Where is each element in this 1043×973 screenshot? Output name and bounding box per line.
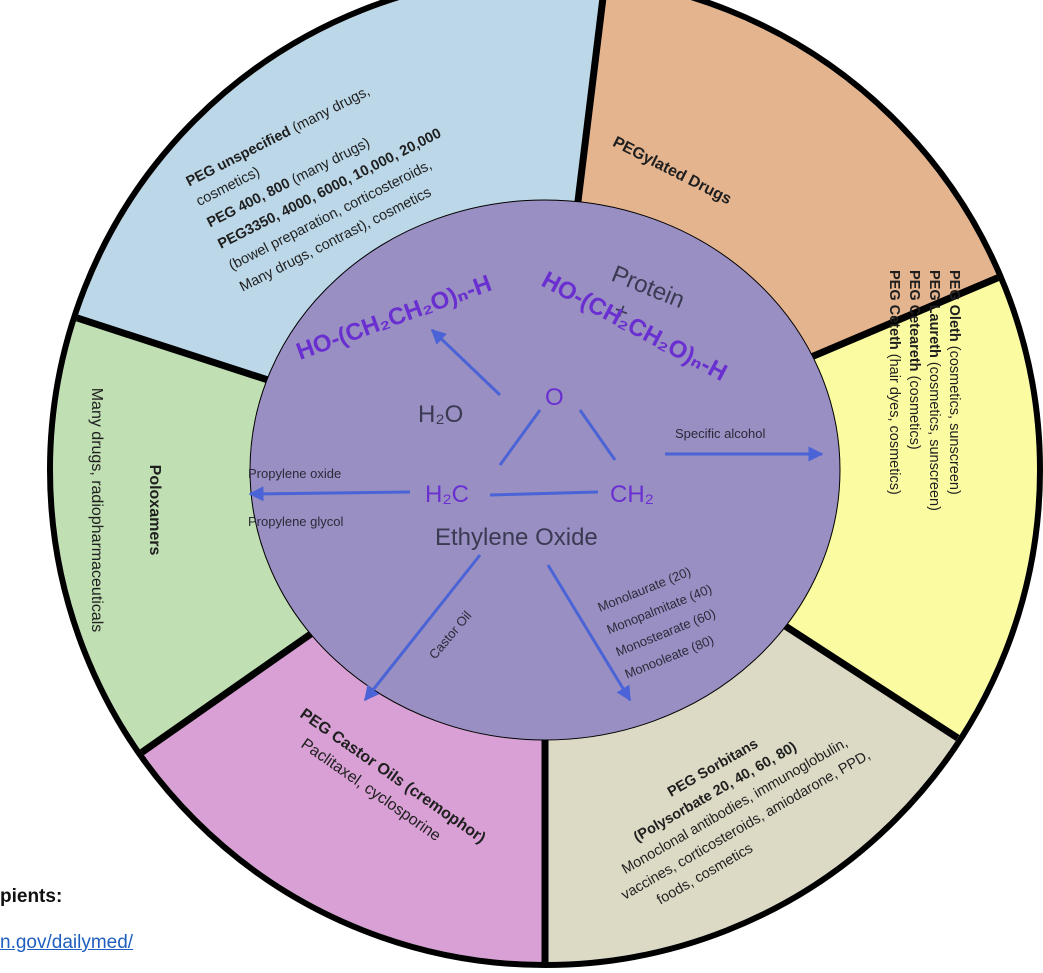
svg-text:PEG Ceteareth (cosmetics): PEG Ceteareth (cosmetics)	[906, 270, 922, 450]
outer-border	[47, 0, 1043, 968]
dailymed-link[interactable]: n.gov/dailymed/	[0, 932, 134, 953]
svg-text:PEG Laureth (cosmetics, sunscr: PEG Laureth (cosmetics, sunscreen)	[926, 270, 942, 511]
svg-text:Many drugs, radiopharmaceutica: Many drugs, radiopharmaceuticals	[88, 388, 105, 633]
footer-label: pients:	[0, 886, 63, 907]
arrow-propylene	[248, 486, 411, 502]
svg-text:Poloxamers: Poloxamers	[146, 465, 163, 556]
oxygen-label: O	[545, 384, 564, 411]
ethylene-oxide-title: Ethylene Oxide	[435, 524, 598, 551]
poloxamers-text: Poloxamers Many drugs, radiopharmaceutic…	[88, 388, 163, 633]
specific-alcohols-text: PEG Ceteth (hair dyes, cosmetics) PEG Ce…	[886, 270, 962, 511]
arrow-peg	[430, 328, 502, 397]
arrow-castor-oil	[363, 554, 482, 702]
ethylene-oxide-bonds	[489, 409, 617, 497]
propylene-glycol-label: Propylene glycol	[248, 514, 343, 529]
inner-ellipse	[249, 199, 841, 741]
h2c-label: H₂C	[425, 481, 469, 508]
reaction-arrows	[248, 328, 824, 702]
svg-text:PEG Oleth (cosmetics, sunscree: PEG Oleth (cosmetics, sunscreen)	[946, 270, 962, 495]
ch2-label: CH₂	[610, 481, 654, 508]
propylene-oxide-label: Propylene oxide	[248, 466, 341, 481]
arrow-sorbitans	[546, 564, 632, 702]
water-label: H₂O	[418, 401, 463, 428]
specific-alcohol-label: Specific alcohol	[675, 426, 765, 441]
svg-text:PEG Ceteth (hair dyes, cosmeti: PEG Ceteth (hair dyes, cosmetics)	[886, 270, 902, 495]
